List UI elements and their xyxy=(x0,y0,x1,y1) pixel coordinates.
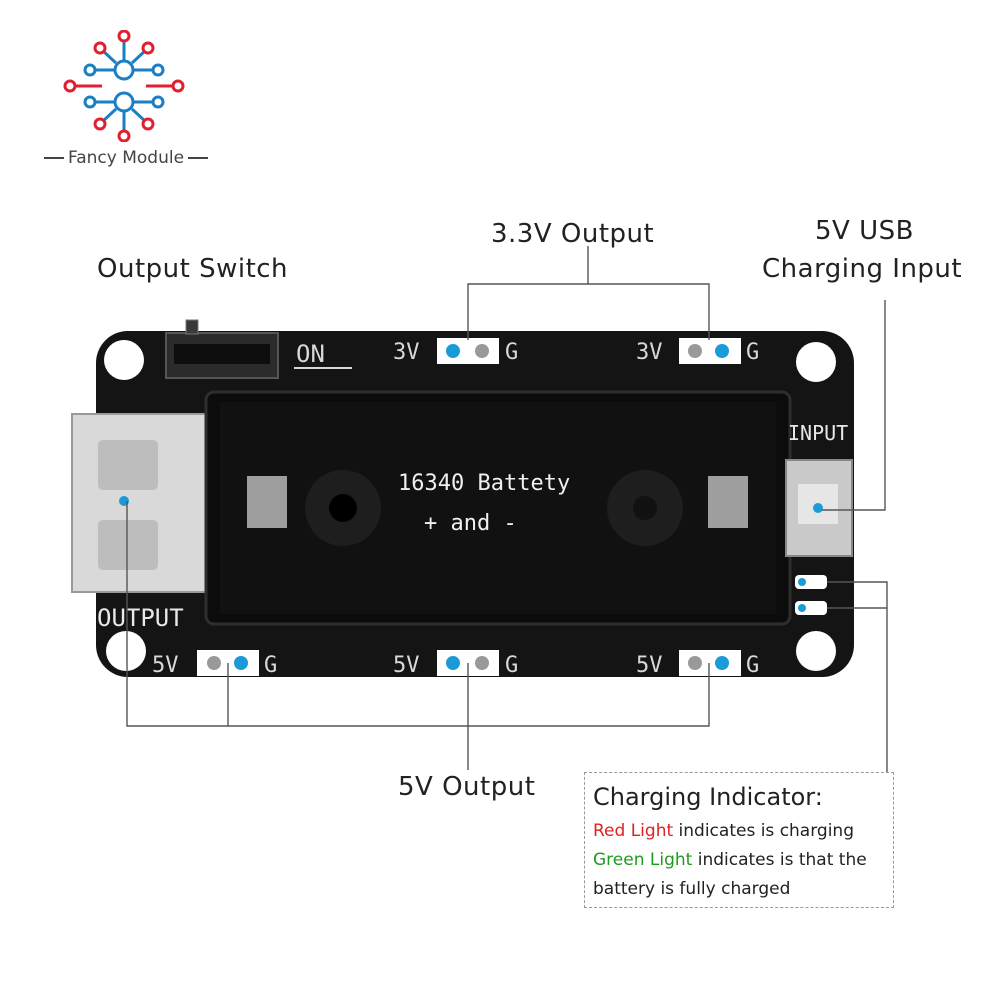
silk-g-right: G xyxy=(746,340,759,365)
brand-logo-icon xyxy=(63,30,185,142)
callout-lines xyxy=(126,246,888,772)
silk-3v-right: 3V xyxy=(636,340,663,365)
silk-3v-left: 3V xyxy=(393,340,420,365)
battery-text-line1: 16340 Battety xyxy=(398,471,570,496)
brand-name: Fancy Module xyxy=(40,148,212,168)
silk-output: OUTPUT xyxy=(97,604,184,632)
silk-g-left: G xyxy=(505,340,518,365)
silk-g-2: G xyxy=(505,653,518,678)
green-light-line-2: battery is fully charged xyxy=(593,879,791,899)
green-light-line: Green Light indicates is that the xyxy=(593,846,885,875)
mount-hole-br xyxy=(796,631,836,671)
green-light-text: indicates is that the xyxy=(692,850,867,870)
green-light-label: Green Light xyxy=(593,850,693,870)
mount-hole-tr xyxy=(796,342,836,382)
battery-text-line2: + and - xyxy=(424,511,517,536)
usb-input-label-line1: 5V USB xyxy=(815,216,914,246)
red-light-line: Red Light indicates is charging xyxy=(593,817,885,846)
output-switch-label: Output Switch xyxy=(97,254,289,284)
v5-output-label: 5V Output xyxy=(398,772,536,802)
usb-input-label-line2: Charging Input xyxy=(762,254,963,284)
charging-indicator-title: Charging Indicator: xyxy=(593,783,823,811)
silk-g-3: G xyxy=(746,653,759,678)
silk-5v-3: 5V xyxy=(636,653,663,678)
red-light-text: indicates is charging xyxy=(673,821,854,841)
silk-5v-2: 5V xyxy=(393,653,420,678)
silk-g-1: G xyxy=(264,653,277,678)
v33-output-label: 3.3V Output xyxy=(491,219,655,249)
charging-indicator-box: Charging Indicator: Red Light indicates … xyxy=(584,772,894,908)
brand-name-text: Fancy Module xyxy=(68,148,185,168)
silk-input: INPUT xyxy=(788,421,848,445)
silk-on: ON xyxy=(296,340,325,368)
mount-hole-bl xyxy=(106,631,146,671)
silk-5v-1: 5V xyxy=(152,653,179,678)
red-light-label: Red Light xyxy=(593,821,674,841)
mount-hole-tl xyxy=(104,340,144,380)
